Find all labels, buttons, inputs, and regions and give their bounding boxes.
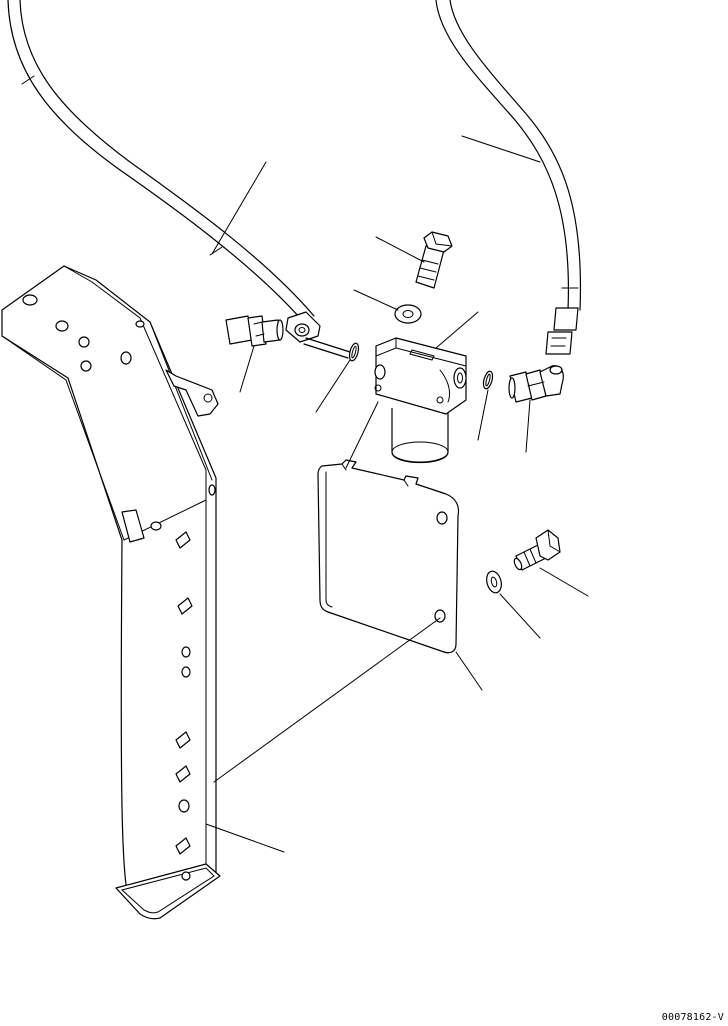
washer-right: [484, 570, 503, 595]
washer-top: [395, 305, 421, 323]
leader-bolt-right: [540, 568, 588, 596]
leader-washer-top: [354, 290, 398, 310]
leader-plate-to-stand: [214, 618, 440, 782]
leader-plate: [456, 652, 482, 690]
right-hose-end-fitting: [546, 308, 578, 354]
right-elbow-adapter: [509, 366, 563, 402]
leader-bolt-top: [376, 237, 424, 262]
leader-filter-bowl: [346, 402, 378, 468]
right-hose: [436, 0, 580, 310]
leader-left-hose: [212, 162, 266, 254]
support-stand: [2, 266, 220, 919]
left-hose-end-fitting: [286, 312, 350, 358]
leader-left-adapter: [240, 346, 254, 392]
o-ring-left: [348, 342, 360, 361]
leader-o-ring-left: [316, 360, 350, 412]
leader-right-hose: [462, 136, 540, 162]
filter-assembly: [375, 338, 466, 463]
leader-stand: [206, 824, 284, 852]
leader-o-ring-right: [478, 390, 488, 440]
left-hose: [8, 0, 314, 318]
o-ring-right: [482, 370, 494, 389]
leader-filter-head: [436, 312, 478, 348]
leader-right-elbow: [526, 400, 530, 452]
bolt-top: [416, 232, 452, 288]
bolt-right: [513, 530, 560, 571]
leader-washer-right: [500, 594, 540, 638]
leader-lines: [206, 136, 588, 852]
drawing-code: 00078162-V: [661, 1012, 724, 1023]
mounting-plate: [318, 460, 459, 653]
left-adapter: [226, 316, 283, 346]
